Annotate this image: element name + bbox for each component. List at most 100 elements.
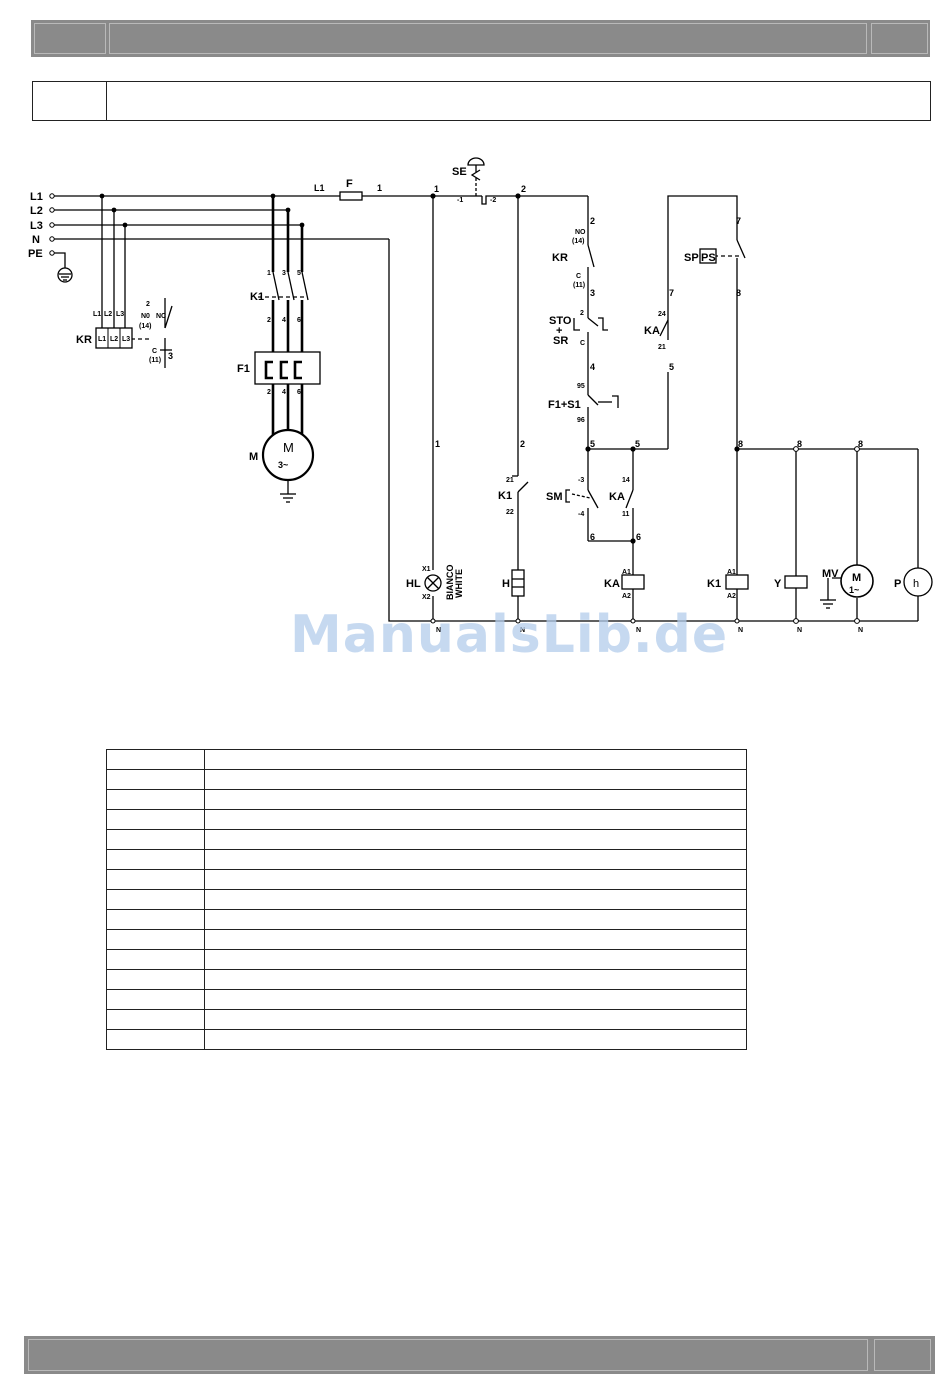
- se-b: -2: [490, 197, 496, 204]
- legend-table: [106, 749, 747, 1050]
- node-1-mid: 1: [435, 439, 440, 449]
- f1-bot-4: 4: [282, 389, 286, 396]
- table-row: [106, 849, 747, 870]
- table-cell: [204, 769, 747, 790]
- sp-ps-box: [699, 248, 717, 264]
- motor-phase: 3~: [278, 460, 288, 470]
- kr-box-l1: L1: [98, 336, 106, 343]
- table-cell: [106, 1009, 205, 1030]
- table-cell: [106, 909, 205, 930]
- table-row: [106, 869, 747, 890]
- footer-segment-right: [874, 1339, 931, 1371]
- kr-label: KR: [76, 334, 92, 346]
- n-terminal-3: N: [636, 627, 641, 634]
- kr-contact-no14: (14): [572, 238, 584, 245]
- mv-phase: 1~: [849, 585, 859, 595]
- hl-color-it: BIANCO: [445, 565, 455, 601]
- table-row: [106, 769, 747, 790]
- table-row: [106, 889, 747, 910]
- hl-x1: X1: [422, 566, 431, 573]
- f1-bot-6: 6: [297, 389, 301, 396]
- n-terminal-6: N: [858, 627, 863, 634]
- fuse-in-label: L1: [314, 183, 325, 193]
- table-row: [106, 829, 747, 850]
- kr-contact-no: NO: [575, 229, 586, 236]
- header-segment-middle: [109, 23, 867, 54]
- label-l3: L3: [30, 220, 43, 232]
- f1-thermal-relay: [254, 351, 321, 385]
- ka-contact-bot: 21: [658, 344, 666, 351]
- table-cell: [106, 789, 205, 810]
- k1-coil-a2: A2: [727, 593, 736, 600]
- pe-ground-symbol: [57, 267, 73, 283]
- ka-coil: [621, 574, 645, 590]
- k1-aux-top: 21: [506, 477, 514, 484]
- p-pressure-switch: [903, 567, 933, 597]
- node-5a: 5: [590, 439, 595, 449]
- table-cell: [204, 749, 747, 770]
- hl-label: HL: [406, 578, 421, 590]
- f1s1-bot: 96: [577, 417, 585, 424]
- table-row: [106, 989, 747, 1010]
- sto-label: STO: [549, 315, 572, 327]
- k1-bot-2: 2: [267, 317, 271, 324]
- kr-box-l3: L3: [122, 336, 130, 343]
- table-cell: [204, 889, 747, 910]
- table-cell: [204, 929, 747, 950]
- k1-main-contacts: [258, 271, 309, 301]
- kr-no14: (14): [139, 323, 151, 330]
- node-7-mid: 7: [669, 288, 674, 298]
- node-7-top: 7: [736, 216, 741, 226]
- n-terminal-5: N: [797, 627, 802, 634]
- h-label: H: [502, 578, 510, 590]
- table-cell: [204, 1009, 747, 1030]
- table-cell: [106, 989, 205, 1010]
- sto-plus: +: [556, 325, 562, 337]
- table-cell: [106, 889, 205, 910]
- table-row: [106, 949, 747, 970]
- f1-bot-2: 2: [267, 389, 271, 396]
- kr-contact-label: KR: [552, 252, 568, 264]
- node-5b: 5: [635, 439, 640, 449]
- k1-bot-6: 6: [297, 317, 301, 324]
- kr-label-l3: L3: [116, 311, 124, 318]
- k1-main-label: K1: [250, 291, 264, 303]
- kr-c: C: [152, 348, 157, 355]
- fuse-out-label: 1: [377, 183, 382, 193]
- k1-coil-a1: A1: [727, 569, 736, 576]
- fuse-label: F: [346, 178, 353, 190]
- table-cell: [204, 829, 747, 850]
- k1-aux-label: K1: [498, 490, 512, 502]
- kr-c11: (11): [149, 357, 161, 364]
- h-hour-meter: [511, 569, 525, 597]
- hl-lamp: [424, 574, 442, 592]
- junction-dots: [99, 193, 740, 544]
- title-box: [32, 81, 931, 121]
- table-cell: [204, 849, 747, 870]
- sto-bot: C: [580, 340, 585, 347]
- motor-symbol: M: [283, 440, 294, 455]
- ka-coil-label: KA: [604, 578, 620, 590]
- table-row: [106, 929, 747, 950]
- node-8c: 8: [858, 439, 863, 449]
- hl-color-en: WHITE: [454, 569, 464, 598]
- table-cell: [106, 869, 205, 890]
- n-terminal-2: N: [520, 627, 525, 634]
- mv-motor: [840, 564, 874, 598]
- se-a: -1: [457, 197, 463, 204]
- kr-relay-box: [95, 327, 133, 349]
- table-row: [106, 1009, 747, 1030]
- node-8-mid: 8: [736, 288, 741, 298]
- motor-label: M: [249, 451, 258, 463]
- label-l2: L2: [30, 205, 43, 217]
- node-2-top: 2: [521, 184, 526, 194]
- ka2-bot: 11: [622, 511, 630, 518]
- mv-symbol: M: [852, 572, 861, 584]
- f1s1-label: F1+S1: [548, 399, 581, 411]
- ka-contact-label: KA: [644, 325, 660, 337]
- motor-m: [261, 428, 315, 503]
- se-label: SE: [452, 166, 467, 178]
- table-cell: [106, 769, 205, 790]
- table-row: [106, 749, 747, 770]
- k1-coil: [725, 574, 749, 590]
